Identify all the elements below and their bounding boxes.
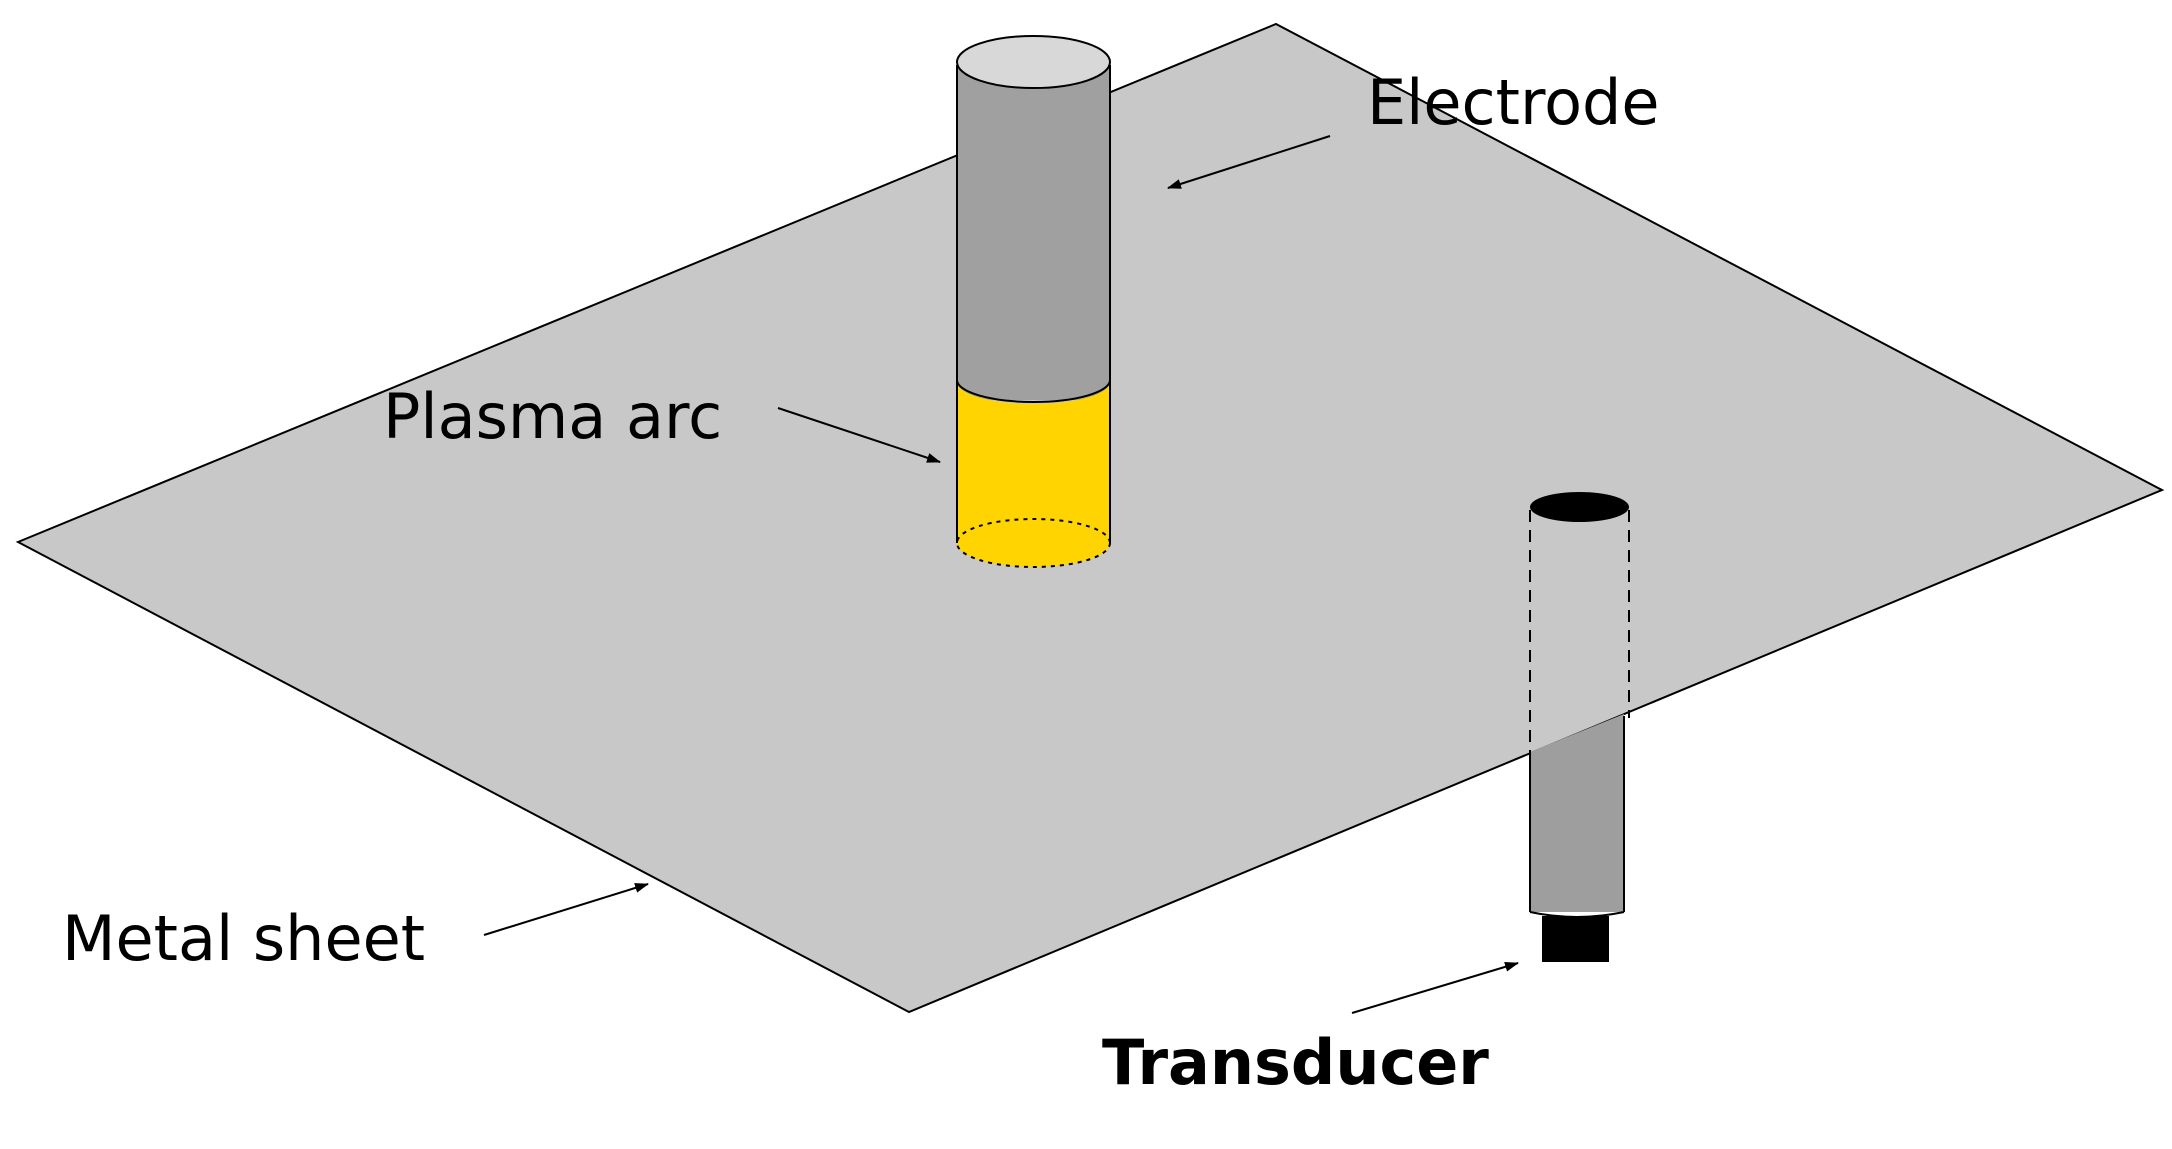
metal-sheet-arrow <box>483 883 649 936</box>
electrode <box>956 35 1111 403</box>
electrode-top <box>956 35 1111 89</box>
transducer <box>1529 492 1630 962</box>
electrode-body <box>957 65 1110 400</box>
transducer-arrow <box>1351 961 1519 1014</box>
transducer-top <box>1530 492 1629 522</box>
electrode-label: Electrode <box>1367 66 1660 139</box>
plasma-arc-base <box>956 518 1111 568</box>
electrode-arrow <box>1167 135 1331 189</box>
transducer-label: Transducer <box>1102 1026 1489 1099</box>
plasma-arc-label: Plasma arc <box>383 380 722 453</box>
plasma-arc-arrow <box>777 407 941 463</box>
transducer-body <box>1530 714 1624 912</box>
metal-sheet-label: Metal sheet <box>62 902 425 975</box>
transducer-tip <box>1542 916 1609 962</box>
plasma-arc <box>956 382 1111 568</box>
